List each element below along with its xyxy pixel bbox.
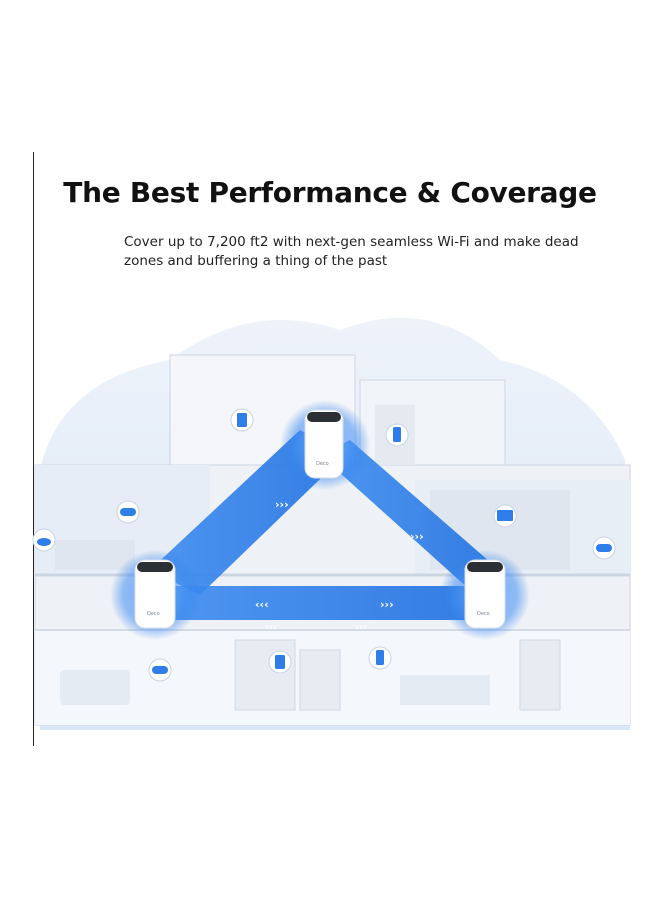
svg-text:Deco: Deco: [477, 611, 490, 617]
svg-text:›››: ›››: [410, 530, 424, 543]
left-divider: [33, 152, 34, 746]
svg-text:›››: ›››: [355, 622, 367, 633]
phone-icon: [368, 646, 392, 670]
router-left: Deco: [110, 550, 200, 640]
tv-icon: [493, 504, 517, 528]
svg-text:Deco: Deco: [316, 461, 329, 467]
router-top: Deco: [280, 400, 370, 490]
router-right: Deco: [440, 550, 530, 640]
subtext: Cover up to 7,200 ft2 with next-gen seam…: [124, 234, 579, 269]
gamepad-icon: [148, 658, 172, 682]
svg-text:‹‹‹: ‹‹‹: [255, 598, 269, 611]
headline: The Best Performance & Coverage: [63, 176, 597, 209]
gamepad-icon: [592, 536, 616, 560]
svg-text:Deco: Deco: [147, 611, 160, 617]
tablet-icon: [268, 650, 292, 674]
svg-text:‹‹‹: ‹‹‹: [265, 622, 277, 633]
gamepad-icon: [116, 500, 140, 524]
coverage-illustration: ‹‹‹ ››› ››› ››› ‹‹‹ ››› Deco Deco Deco: [32, 317, 631, 730]
cloud-icon: [32, 528, 56, 552]
svg-text:›››: ›››: [275, 498, 289, 511]
svg-text:›››: ›››: [380, 598, 394, 611]
tablet-icon: [230, 408, 254, 432]
phone-icon: [385, 423, 409, 447]
